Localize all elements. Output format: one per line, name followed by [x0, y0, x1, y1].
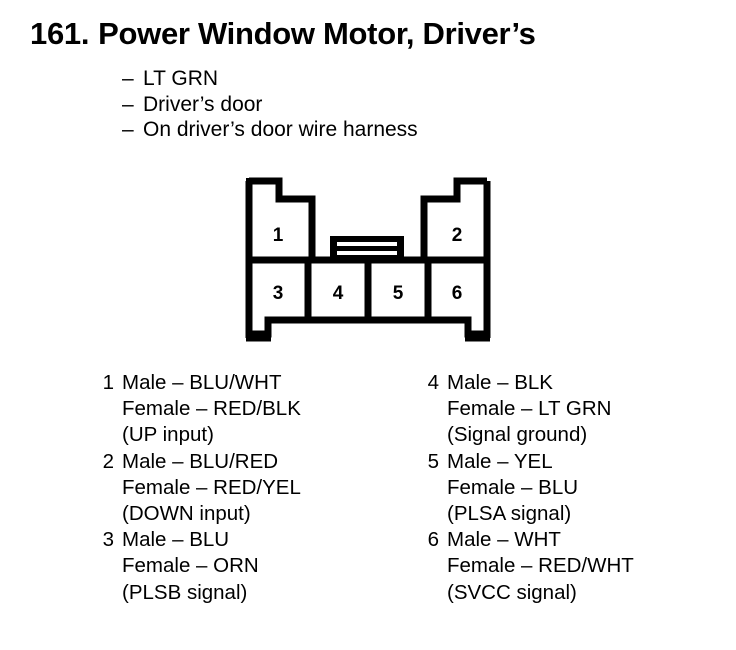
pin-entry: 3 Male – BLU Female – ORN (PLSB signal): [96, 527, 426, 606]
pin-male-wire: Male – BLU: [122, 528, 230, 552]
page-title: 161.Power Window Motor, Driver’s: [30, 16, 536, 51]
pin-male-wire: Male – BLU/RED: [122, 449, 279, 473]
dash-icon: –: [122, 92, 134, 116]
pin-function: (PLSB signal): [122, 580, 248, 604]
pin-female-wire: Female – BLU: [447, 475, 579, 499]
connector-body-path-right: [420, 177, 491, 264]
pin-entry: 1 Male – BLU/WHT Female – RED/BLK (UP in…: [96, 370, 426, 449]
pin-female-wire: Female – RED/BLK: [122, 397, 301, 421]
pin-function: (UP input): [122, 423, 214, 447]
notes-list: –LT GRN –Driver’s door –On driver’s door…: [122, 66, 418, 143]
pin-function: (PLSA signal): [447, 502, 572, 526]
pin-female-wire: Female – RED/YEL: [122, 475, 301, 499]
pin-function: (SVCC signal): [447, 580, 577, 604]
pin-male-wire: Male – YEL: [447, 449, 553, 473]
pin-function: (DOWN input): [122, 502, 251, 526]
pin-entry: 6 Male – WHT Female – RED/WHT (SVCC sign…: [421, 527, 731, 606]
pin-male-wire: Male – WHT: [447, 528, 561, 552]
connector-pin-1: 1: [273, 225, 284, 246]
dash-icon: –: [122, 118, 134, 141]
pin-entry-number: 1: [102, 371, 114, 394]
pin-female-wire: Female – ORN: [122, 554, 259, 578]
connector-diagram: 1 2 3 4 5 6: [240, 172, 496, 348]
pin-entry: 4 Male – BLK Female – LT GRN (Signal gro…: [421, 370, 731, 449]
pin-descriptions-right: 4 Male – BLK Female – LT GRN (Signal gro…: [421, 370, 731, 606]
connector-pin-4: 4: [333, 283, 344, 304]
note-item: –Driver’s door: [122, 92, 418, 118]
connector-body-path: [245, 177, 316, 264]
pin-female-wire: Female – RED/WHT: [447, 554, 634, 578]
connector-pin-2: 2: [452, 225, 463, 246]
pin-entry-number: 4: [427, 371, 439, 394]
pin-function: (Signal ground): [447, 423, 588, 447]
note-text: On driver’s door wire harness: [143, 118, 418, 141]
pin-entry-number: 2: [102, 449, 114, 473]
connector-pin-6: 6: [452, 283, 463, 304]
pin-entry-number: 6: [427, 528, 439, 552]
pin-male-wire: Male – BLK: [447, 371, 553, 394]
latch-slot-lower: [337, 251, 397, 255]
note-item: –LT GRN: [122, 66, 418, 92]
connector-pin-3: 3: [273, 283, 284, 304]
pin-entry-number: 3: [102, 528, 114, 552]
section-number: 161.: [30, 16, 90, 51]
connector-bottom-rail: [249, 316, 487, 338]
note-text: LT GRN: [143, 67, 219, 90]
dash-icon: –: [122, 67, 134, 90]
pin-entry: 2 Male – BLU/RED Female – RED/YEL (DOWN …: [96, 449, 426, 528]
connector-pin-5: 5: [393, 283, 404, 304]
section-title: Power Window Motor, Driver’s: [98, 16, 536, 51]
pin-entry-number: 5: [427, 449, 439, 473]
latch-slot-upper: [337, 242, 397, 246]
pin-female-wire: Female – LT GRN: [447, 397, 612, 421]
note-text: Driver’s door: [143, 92, 263, 116]
connector-latch-tab: [330, 236, 404, 260]
pin-entry: 5 Male – YEL Female – BLU (PLSA signal): [421, 449, 731, 528]
note-item: –On driver’s door wire harness: [122, 117, 418, 143]
pin-male-wire: Male – BLU/WHT: [122, 371, 282, 394]
connector-svg: 1 2 3 4 5 6: [245, 177, 491, 342]
pin-descriptions-left: 1 Male – BLU/WHT Female – RED/BLK (UP in…: [96, 370, 426, 606]
